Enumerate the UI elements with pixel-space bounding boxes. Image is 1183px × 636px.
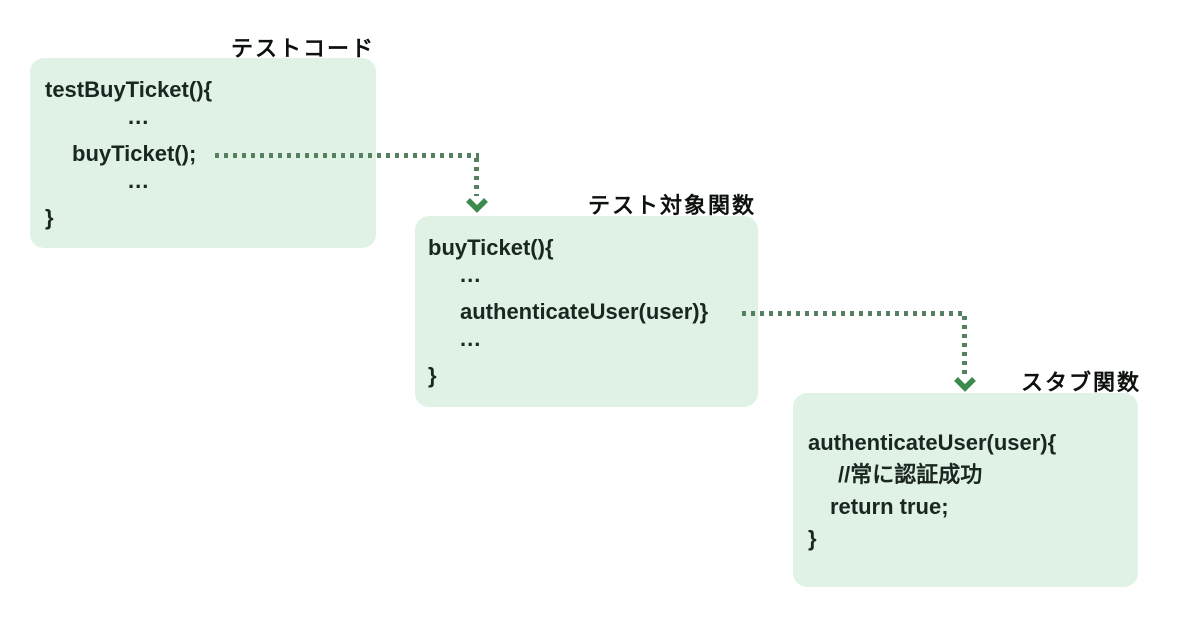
arrow-target-to-stub-vertical xyxy=(962,316,967,374)
arrowhead-down-icon xyxy=(466,198,488,213)
code-line: } xyxy=(45,205,54,230)
box-stub-function: authenticateUser(user){ //常に認証成功 return … xyxy=(793,393,1138,587)
code-line-authenticateuser-call: authenticateUser(user)} xyxy=(460,299,709,324)
code-line: } xyxy=(808,526,817,551)
arrow-test-to-target-vertical xyxy=(474,158,479,196)
code-line: buyTicket(){ xyxy=(428,235,554,260)
box-label-target-function: テスト対象関数 xyxy=(588,193,757,218)
box-label-stub-function: スタブ関数 xyxy=(1021,370,1142,395)
code-line-ellipsis: ... xyxy=(128,168,150,193)
box-label-test-code: テストコード xyxy=(231,36,376,61)
code-line-ellipsis: ... xyxy=(460,262,482,287)
box-target-function: buyTicket(){ ... authenticateUser(user)}… xyxy=(415,216,758,407)
code-line-ellipsis: ... xyxy=(128,104,150,129)
arrowhead-down-icon xyxy=(954,377,976,392)
code-line-return: return true; xyxy=(830,494,949,519)
code-line: authenticateUser(user){ xyxy=(808,430,1057,455)
arrow-test-to-target-horizontal xyxy=(215,153,479,158)
code-line-comment: //常に認証成功 xyxy=(838,462,983,487)
code-line-ellipsis: ... xyxy=(460,326,482,351)
arrow-target-to-stub-horizontal xyxy=(742,311,967,316)
code-line: } xyxy=(428,363,437,388)
code-line-buyticket-call: buyTicket(); xyxy=(72,141,197,166)
code-line: testBuyTicket(){ xyxy=(45,77,213,102)
